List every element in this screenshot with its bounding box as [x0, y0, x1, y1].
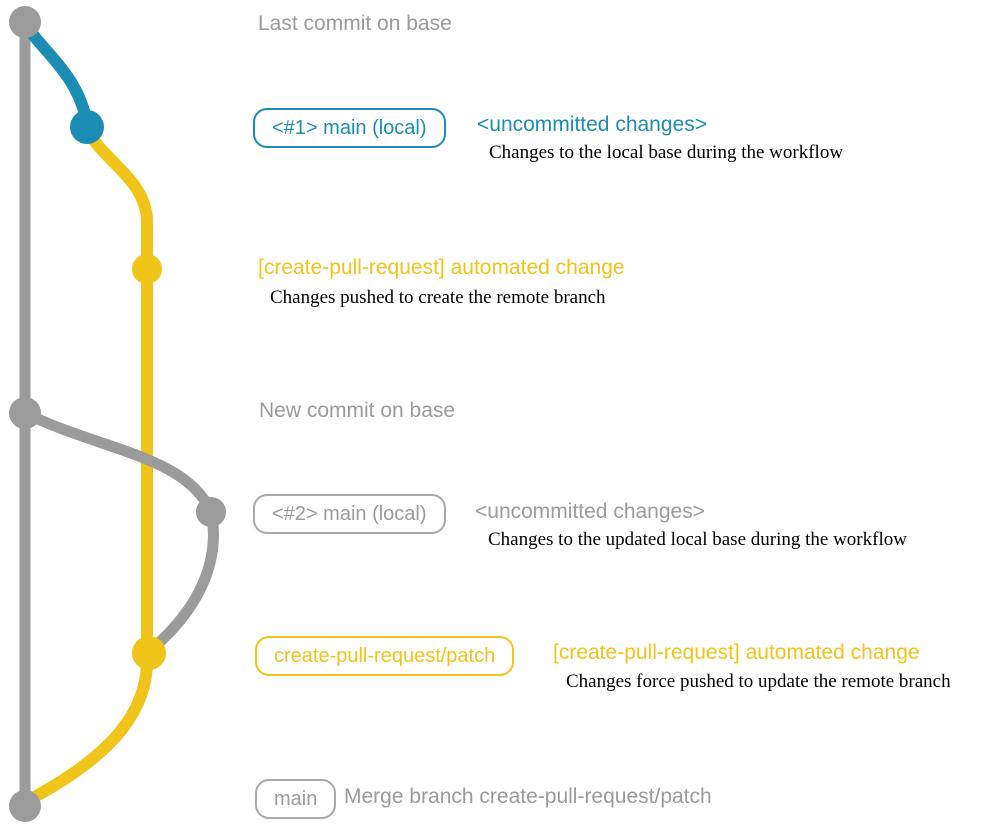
branch-badge-patch-label: create-pull-request/patch — [274, 644, 496, 667]
commit-node-local-1 — [70, 110, 104, 144]
milestone-last-commit-label: Last commit on base — [258, 12, 452, 35]
automated-change-desc-2: Changes force pushed to update the remot… — [566, 671, 951, 692]
branch-badge-main: main — [255, 779, 337, 819]
uncommitted-changes-title-2: <uncommitted changes> — [475, 500, 705, 523]
commit-node-remote-2 — [132, 636, 166, 670]
commit-node-last-base — [9, 6, 41, 38]
commit-node-new-base — [9, 397, 41, 429]
branch-badge-main-local-2: <#2> main (local) — [253, 494, 446, 534]
local-main-line-1 — [20, 20, 93, 130]
uncommitted-changes-desc-2: Changes to the updated local base during… — [488, 529, 907, 550]
automated-change-title-1: [create-pull-request] automated change — [258, 256, 625, 279]
milestone-new-commit-label: New commit on base — [259, 399, 456, 422]
branch-badge-main-local-1-label: <#1> main (local) — [272, 116, 427, 139]
uncommitted-changes-desc-1: Changes to the local base during the wor… — [489, 142, 844, 163]
branch-badge-main-local-1: <#1> main (local) — [253, 108, 446, 148]
automated-change-title-2: [create-pull-request] automated change — [553, 641, 920, 664]
patch-branch-line — [21, 124, 154, 807]
commit-node-merge — [9, 790, 41, 822]
commit-node-local-2 — [196, 497, 226, 527]
automated-change-desc-1: Changes pushed to create the remote bran… — [270, 287, 606, 308]
git-graph — [9, 6, 226, 822]
merge-commit-message: Merge branch create-pull-request/patch — [344, 785, 712, 808]
commit-node-remote-1 — [132, 254, 162, 284]
branch-badge-main-local-2-label: <#2> main (local) — [272, 502, 427, 525]
uncommitted-changes-title-1: <uncommitted changes> — [477, 113, 707, 136]
local-main-line-2 — [19, 407, 219, 655]
branch-badge-main-label: main — [274, 787, 318, 810]
branch-badge-patch: create-pull-request/patch — [255, 636, 515, 676]
